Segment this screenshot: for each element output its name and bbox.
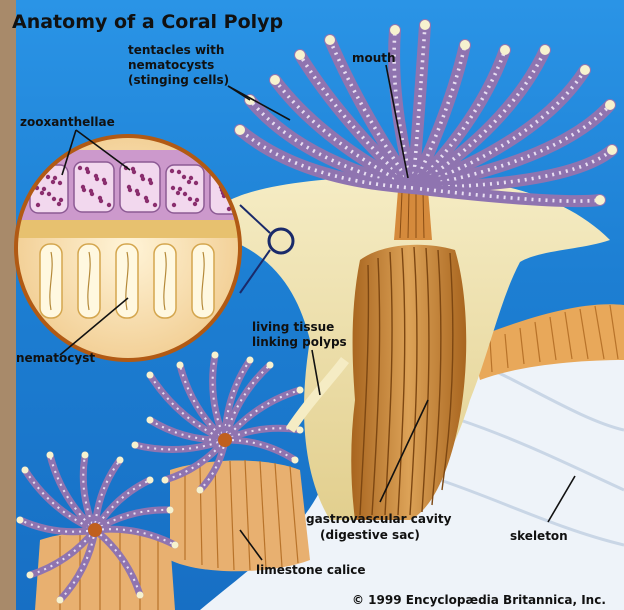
label-limestone-calice: limestone calice: [256, 563, 366, 577]
label-tentacles: tentacles with: [128, 43, 224, 57]
label-gastrovascular-cavity: (digestive sac): [320, 528, 420, 542]
label-nematocyst: nematocyst: [16, 351, 95, 365]
label-tentacles: nematocysts: [128, 58, 214, 72]
label-gastrovascular-cavity: gastrovascular cavity: [306, 512, 452, 526]
label-skeleton: skeleton: [510, 529, 568, 543]
label-mouth: mouth: [352, 51, 396, 65]
large-tentacles: [235, 20, 617, 205]
page-title: Anatomy of a Coral Polyp: [12, 11, 283, 33]
copyright-credit: © 1999 Encyclopædia Britannica, Inc.: [352, 593, 606, 607]
label-zooxanthellae: zooxanthellae: [20, 115, 115, 129]
rock-edge: [0, 0, 16, 610]
label-living-tissue: living tissue: [252, 320, 334, 334]
pharynx: [394, 190, 432, 240]
label-living-tissue: linking polyps: [252, 335, 347, 349]
label-tentacles: (stinging cells): [128, 73, 229, 87]
